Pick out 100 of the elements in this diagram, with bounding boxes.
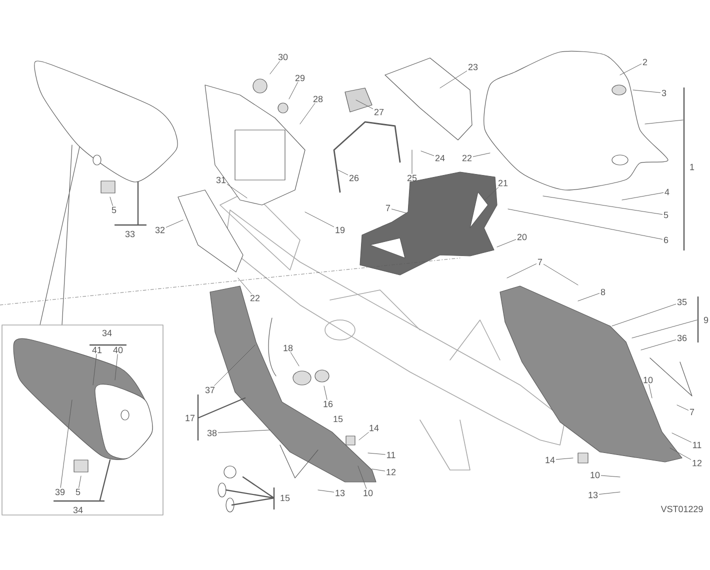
- callout-number: 10: [364, 490, 373, 496]
- callout-number: 24: [435, 154, 445, 162]
- callout-number: 21: [498, 180, 508, 186]
- callout-number: 30: [278, 54, 288, 60]
- leader-line: [338, 170, 348, 176]
- leader-line: [60, 400, 72, 488]
- callout-number: 5: [76, 488, 80, 496]
- callout-number: 12: [386, 468, 396, 476]
- leader-line: [578, 293, 600, 302]
- leader-line: [358, 466, 367, 489]
- callout-number: 6: [664, 236, 668, 244]
- leader-line: [620, 64, 642, 76]
- callout-number: 7: [386, 204, 390, 212]
- leader-line: [506, 264, 537, 278]
- callout-number: 38: [207, 430, 217, 436]
- leader-line: [290, 352, 300, 366]
- callout-number: 23: [468, 64, 478, 70]
- leader-line: [556, 458, 574, 460]
- callout-number: 22: [462, 154, 472, 162]
- callout-number: 35: [677, 298, 687, 306]
- callout-number: 5: [112, 206, 116, 214]
- callout-number: 20: [517, 234, 527, 240]
- callout-number: 39: [55, 488, 65, 496]
- callout-number: 33: [125, 230, 135, 238]
- callout-number: 8: [600, 288, 606, 296]
- callout-number: 22: [250, 294, 260, 302]
- leader-line: [372, 468, 386, 472]
- leader-line: [600, 475, 620, 478]
- callout-number: 2: [642, 58, 648, 66]
- callout-number: 25: [407, 174, 417, 182]
- callout-number: 7: [690, 408, 694, 416]
- callout-number: 29: [295, 74, 305, 82]
- leader-line: [238, 278, 252, 294]
- leader-line: [542, 196, 663, 215]
- callout-number: 14: [546, 456, 555, 464]
- leader-line: [496, 239, 516, 248]
- leader-line: [288, 82, 298, 100]
- callout-number: 41: [92, 346, 102, 354]
- leader-line: [358, 432, 369, 440]
- leader-line: [508, 208, 663, 240]
- callout-number: 12: [692, 460, 702, 466]
- callout-number: 27: [374, 108, 384, 116]
- leader-line: [368, 452, 386, 455]
- leader-line: [672, 432, 692, 442]
- callout-number: 34: [102, 330, 112, 336]
- leader-line: [391, 208, 406, 214]
- leader-line: [648, 384, 652, 398]
- leader-line: [612, 304, 676, 326]
- leader-line: [78, 476, 82, 488]
- callout-number: 1: [690, 164, 694, 170]
- leader-line: [632, 90, 661, 93]
- leader-line: [214, 344, 256, 386]
- leader-line: [270, 61, 280, 74]
- callout-number: 17: [186, 414, 195, 422]
- callout-number: 14: [370, 424, 379, 432]
- leader-line: [420, 150, 434, 156]
- leader-line: [543, 264, 578, 286]
- drawing-code: VST01229: [660, 506, 703, 512]
- callout-number: 13: [336, 490, 345, 496]
- callout-number: 40: [113, 346, 123, 354]
- callout-number: 11: [693, 442, 702, 448]
- leader-line: [472, 152, 490, 157]
- callout-number: 18: [284, 344, 293, 352]
- callout-number: 36: [677, 334, 687, 342]
- leader-line: [114, 354, 118, 380]
- callout-number: 32: [155, 226, 165, 234]
- callout-number: 37: [205, 386, 215, 394]
- callout-number: 34: [73, 506, 83, 514]
- leader-line: [300, 103, 316, 124]
- callout-number: 9: [704, 316, 708, 324]
- callout-number: 26: [349, 174, 359, 182]
- leader-line: [356, 100, 374, 110]
- leader-line: [166, 220, 184, 228]
- leader-line: [110, 196, 113, 206]
- leader-line: [484, 187, 499, 200]
- leader-line: [304, 212, 334, 228]
- callout-number: 5: [664, 212, 668, 218]
- leader-line: [440, 70, 468, 88]
- leader-line: [318, 490, 334, 492]
- leader-line: [92, 354, 97, 386]
- callout-number: 19: [336, 226, 345, 234]
- callout-number: 15: [280, 494, 290, 502]
- leader-line: [640, 340, 676, 350]
- callout-number: 31: [216, 176, 226, 184]
- callout-number: 10: [590, 472, 600, 478]
- callout-number: 13: [588, 492, 598, 498]
- leader-line: [622, 192, 664, 200]
- callout-number: 28: [313, 96, 323, 102]
- callout-number: 16: [324, 400, 333, 408]
- leader-line: [226, 184, 248, 198]
- callout-number: 3: [662, 90, 666, 96]
- leader-line: [670, 448, 692, 460]
- callout-number: 10: [644, 376, 653, 384]
- callout-number: 4: [664, 188, 670, 196]
- leader-line: [218, 430, 270, 433]
- leader-line: [676, 404, 689, 411]
- leader-line: [324, 386, 328, 400]
- callout-number: 7: [538, 258, 542, 266]
- callout-number: 15: [334, 416, 343, 422]
- leader-line: [598, 492, 620, 495]
